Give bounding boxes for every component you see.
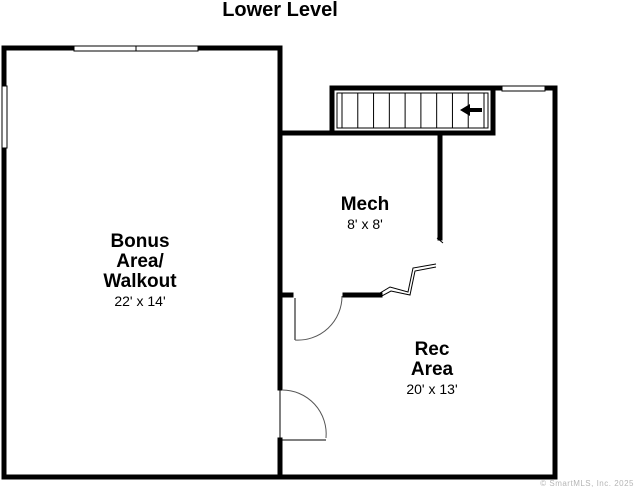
room-rec-area: Rec Area 20' x 13' (382, 340, 482, 398)
bonus-door-swing (281, 389, 327, 439)
stairs (336, 92, 489, 129)
window-top-right (501, 85, 546, 92)
walls (1, 45, 558, 480)
room-dimensions: 8' x 8' (347, 216, 383, 232)
room-name: Area/ (116, 251, 164, 272)
room-dimensions: 22' x 14' (114, 293, 166, 309)
windows (1, 45, 546, 149)
room-name: Bonus (110, 231, 170, 252)
room-name: Mech (340, 194, 390, 215)
window-left (1, 85, 8, 149)
room-name: Rec (414, 339, 450, 360)
room-bonus-area: Bonus Area/ Walkout 22' x 14' (60, 232, 220, 310)
room-name: Walkout (103, 271, 177, 292)
room-mech: Mech 8' x 8' (315, 195, 415, 233)
floor-title: Lower Level (222, 0, 338, 21)
mech-door-swing (294, 295, 343, 341)
room-name: Area (410, 359, 454, 380)
room-dimensions: 20' x 13' (406, 381, 458, 397)
copyright-watermark: © SmartMLS, Inc. 2025 (540, 479, 634, 488)
bifold-door (379, 263, 437, 294)
doors (279, 237, 444, 441)
left-arrow-icon (460, 104, 482, 116)
